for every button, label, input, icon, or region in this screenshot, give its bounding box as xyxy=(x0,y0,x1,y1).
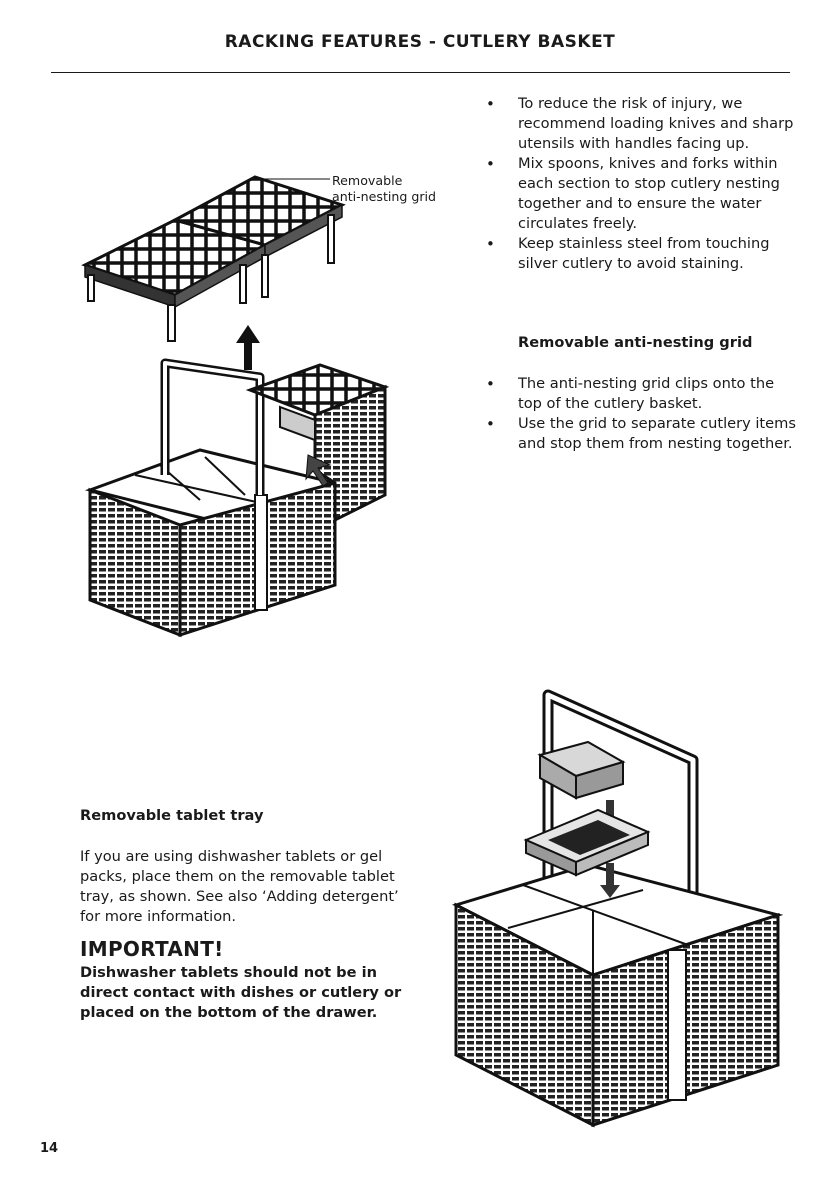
basket-handle xyxy=(542,689,699,920)
page-number: 14 xyxy=(40,1141,59,1156)
cutlery-basket-grid-illustration xyxy=(81,175,390,638)
cutlery-basket xyxy=(452,863,784,1128)
list-item: Use the grid to separate cutlery items a… xyxy=(486,414,796,454)
tablet-tray-description: If you are using dishwasher tablets or g… xyxy=(80,848,399,925)
important-heading: IMPORTANT! xyxy=(80,937,224,961)
list-item: Mix spoons, knives and forks within each… xyxy=(486,154,796,234)
tablet-tray-illustration xyxy=(452,689,784,1128)
page-title: RACKING FEATURES - CUTLERY BASKET xyxy=(224,32,616,52)
anti-nesting-bullet-list: The anti-nesting grid clips onto the top… xyxy=(486,374,796,454)
cutlery-basket xyxy=(84,358,390,638)
tablet-tray-heading: Removable tablet tray xyxy=(80,807,264,824)
important-warning: Dishwasher tablets should not be in dire… xyxy=(80,964,402,1021)
title-divider xyxy=(51,72,790,73)
list-item: Keep stainless steel from touching silve… xyxy=(486,234,796,274)
grid-callout-label: Removable anti-nesting grid xyxy=(332,173,437,204)
lift-arrow-icon xyxy=(236,325,260,370)
anti-nesting-grid-heading: Removable anti-nesting grid xyxy=(518,334,753,351)
safety-bullet-list: To reduce the risk of injury, we recomme… xyxy=(486,94,796,274)
anti-nesting-grid xyxy=(81,175,346,342)
dishwasher-tablet xyxy=(537,740,626,800)
down-arrow-icon xyxy=(600,863,620,898)
list-item: To reduce the risk of injury, we recomme… xyxy=(486,94,796,154)
tablet-tray xyxy=(523,808,651,877)
list-item: The anti-nesting grid clips onto the top… xyxy=(486,374,796,414)
